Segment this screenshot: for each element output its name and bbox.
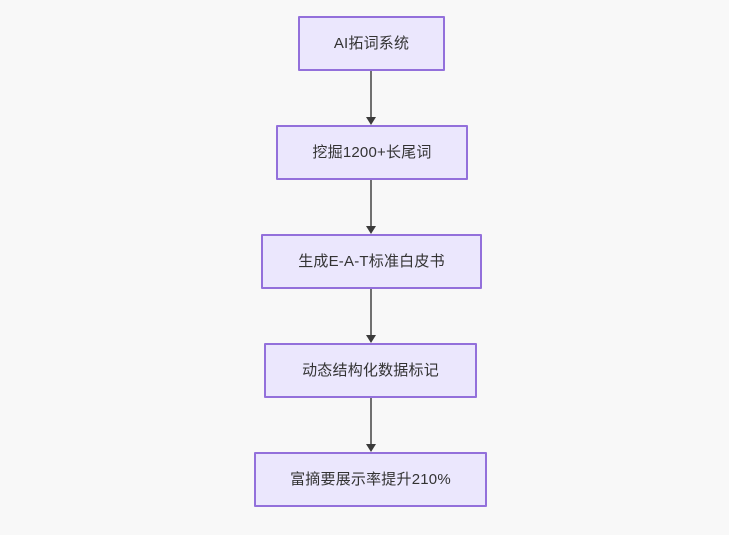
flow-node-ai-keyword-system[interactable]: AI拓词系统 [298,16,445,71]
flow-node-label: 动态结构化数据标记 [302,361,439,379]
arrowhead-n2-n3 [366,226,376,234]
connector-n1-n2 [370,71,372,117]
flow-node-rich-snippet-impression-uplift[interactable]: 富摘要展示率提升210% [254,452,487,507]
flow-node-label: AI拓词系统 [333,34,410,52]
connector-n4-n5 [370,398,372,444]
arrowhead-n1-n2 [366,117,376,125]
flow-node-generate-eat-whitepaper[interactable]: 生成E-A-T标准白皮书 [261,234,482,289]
flow-node-dynamic-structured-data-markup[interactable]: 动态结构化数据标记 [264,343,477,398]
arrowhead-n3-n4 [366,335,376,343]
connector-n2-n3 [370,180,372,226]
connector-n3-n4 [370,289,372,335]
flow-node-label: 生成E-A-T标准白皮书 [298,252,445,270]
flow-node-label: 富摘要展示率提升210% [290,470,451,488]
flow-node-label: 挖掘1200+长尾词 [312,143,432,161]
flow-node-mine-longtail-keywords[interactable]: 挖掘1200+长尾词 [276,125,468,180]
arrowhead-n4-n5 [366,444,376,452]
